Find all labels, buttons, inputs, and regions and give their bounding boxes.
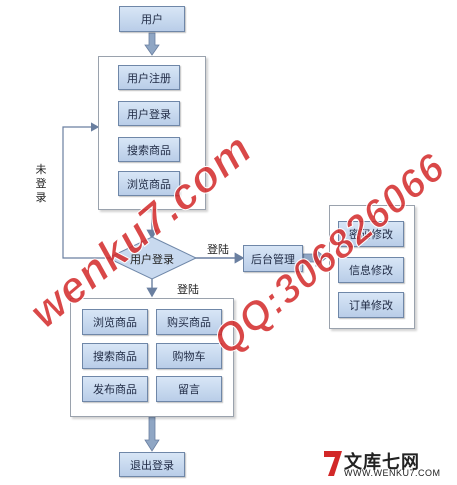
search-top-node: 搜索商品 xyxy=(118,137,180,162)
decision-label: 用户登录 xyxy=(130,253,174,266)
browse-node: 浏览商品 xyxy=(82,309,148,335)
arrow-user-to-group xyxy=(144,32,160,56)
brand-name: 文库七网 xyxy=(344,452,420,473)
buy-node: 购买商品 xyxy=(156,309,222,335)
brand-seven-icon xyxy=(324,451,342,476)
login-right-label: 登陆 xyxy=(207,243,229,256)
decision-diamond-shape xyxy=(106,236,198,280)
browse-top-node: 浏览商品 xyxy=(118,171,180,196)
not-logged-in-label: 未登录 xyxy=(35,163,47,204)
user-login-node: 用户登录 xyxy=(118,101,180,126)
order-change-node: 订单修改 xyxy=(338,292,404,318)
register-node: 用户注册 xyxy=(118,65,180,90)
message-node: 留言 xyxy=(156,376,222,402)
publish-node: 发布商品 xyxy=(82,376,148,402)
arrow-backend-to-right-group xyxy=(302,249,327,267)
password-change-node: 密码修改 xyxy=(338,221,404,247)
logout-node: 退出登录 xyxy=(119,452,185,477)
brand-logo: 文库七网 WWW.WENKU7.COM xyxy=(322,446,452,480)
arrow-not-logged-in xyxy=(62,122,111,259)
user-node: 用户 xyxy=(119,6,185,32)
arrow-bottom-to-logout xyxy=(144,416,160,452)
search-node: 搜索商品 xyxy=(82,343,148,369)
backend-node: 后台管理 xyxy=(243,245,303,272)
cart-node: 购物车 xyxy=(156,343,222,369)
brand-url: WWW.WENKU7.COM xyxy=(344,468,441,478)
login-down-label: 登陆 xyxy=(177,283,199,296)
info-change-node: 信息修改 xyxy=(338,257,404,283)
